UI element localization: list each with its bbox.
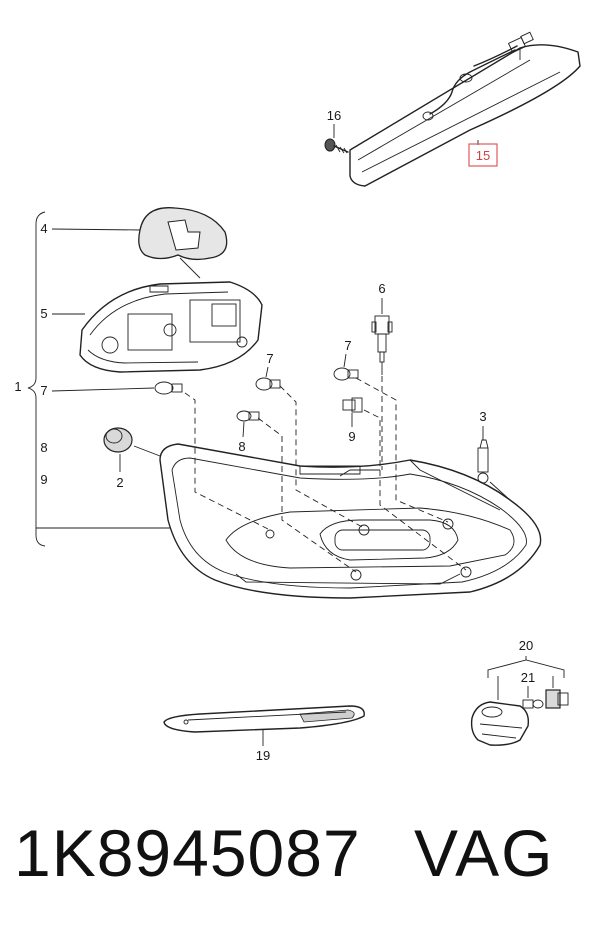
- svg-text:6: 6: [378, 281, 385, 296]
- bulb-socket-6[interactable]: [371, 315, 393, 375]
- svg-text:7: 7: [344, 338, 351, 353]
- cap-2[interactable]: [103, 427, 133, 453]
- callout-label-15: 15: [476, 148, 490, 163]
- svg-text:8: 8: [238, 439, 245, 454]
- callout-9b: 9: [348, 413, 356, 444]
- svg-text:7: 7: [40, 383, 47, 398]
- part-number: 1K8945087: [14, 816, 361, 890]
- callout-8b: 8: [238, 421, 246, 454]
- callout-2: 2: [116, 454, 124, 490]
- svg-text:7: 7: [266, 351, 273, 366]
- svg-text:9: 9: [40, 472, 47, 487]
- callout-3: 3: [479, 409, 487, 440]
- svg-text:9: 9: [348, 429, 355, 444]
- bulb-3[interactable]: [477, 439, 489, 484]
- svg-text:2: 2: [116, 475, 123, 490]
- bulb-8[interactable]: [236, 410, 260, 422]
- callout-7b: 7: [265, 351, 274, 378]
- callout-4: 4: [40, 221, 201, 279]
- callout-21: 21: [521, 670, 535, 698]
- callout-19: 19: [256, 730, 270, 763]
- callout-20: 20: [487, 638, 565, 700]
- bulb-carrier-5[interactable]: [79, 281, 263, 373]
- callout-6: 6: [378, 281, 386, 314]
- bulb-7c[interactable]: [333, 367, 359, 381]
- svg-text:3: 3: [479, 409, 486, 424]
- svg-text:8: 8: [40, 440, 47, 455]
- assembly-dashed-lines: [184, 376, 467, 573]
- reflector-strip-19[interactable]: [163, 705, 365, 733]
- seal-gasket-4[interactable]: [138, 207, 228, 261]
- callout-16: 16: [327, 108, 341, 138]
- screw-16[interactable]: [324, 138, 349, 154]
- callout-15: 15: [468, 140, 498, 167]
- third-brake-light[interactable]: [349, 31, 581, 187]
- svg-text:4: 4: [40, 221, 47, 236]
- brand-label: VAG: [414, 816, 555, 890]
- callout-9a: 9: [40, 472, 47, 487]
- svg-text:20: 20: [519, 638, 533, 653]
- bulb-7a[interactable]: [154, 381, 183, 395]
- assembly-bracket-1: 1: [14, 211, 46, 547]
- bulb-21[interactable]: [522, 699, 544, 709]
- callout-8a: 8: [40, 440, 47, 455]
- svg-text:21: 21: [521, 670, 535, 685]
- socket-20[interactable]: [545, 689, 569, 709]
- license-plate-light-20[interactable]: [470, 701, 530, 746]
- bulb-7b[interactable]: [255, 377, 281, 391]
- tail-lamp-housing[interactable]: [159, 443, 542, 599]
- svg-text:19: 19: [256, 748, 270, 763]
- callout-7a: 7: [40, 383, 155, 398]
- callout-7c: 7: [343, 338, 352, 368]
- svg-text:16: 16: [327, 108, 341, 123]
- callout-label-1: 1: [14, 379, 21, 394]
- housing-leader-lines: [36, 445, 511, 529]
- callout-5: 5: [40, 306, 85, 321]
- bulb-9[interactable]: [342, 397, 363, 413]
- svg-text:5: 5: [40, 306, 47, 321]
